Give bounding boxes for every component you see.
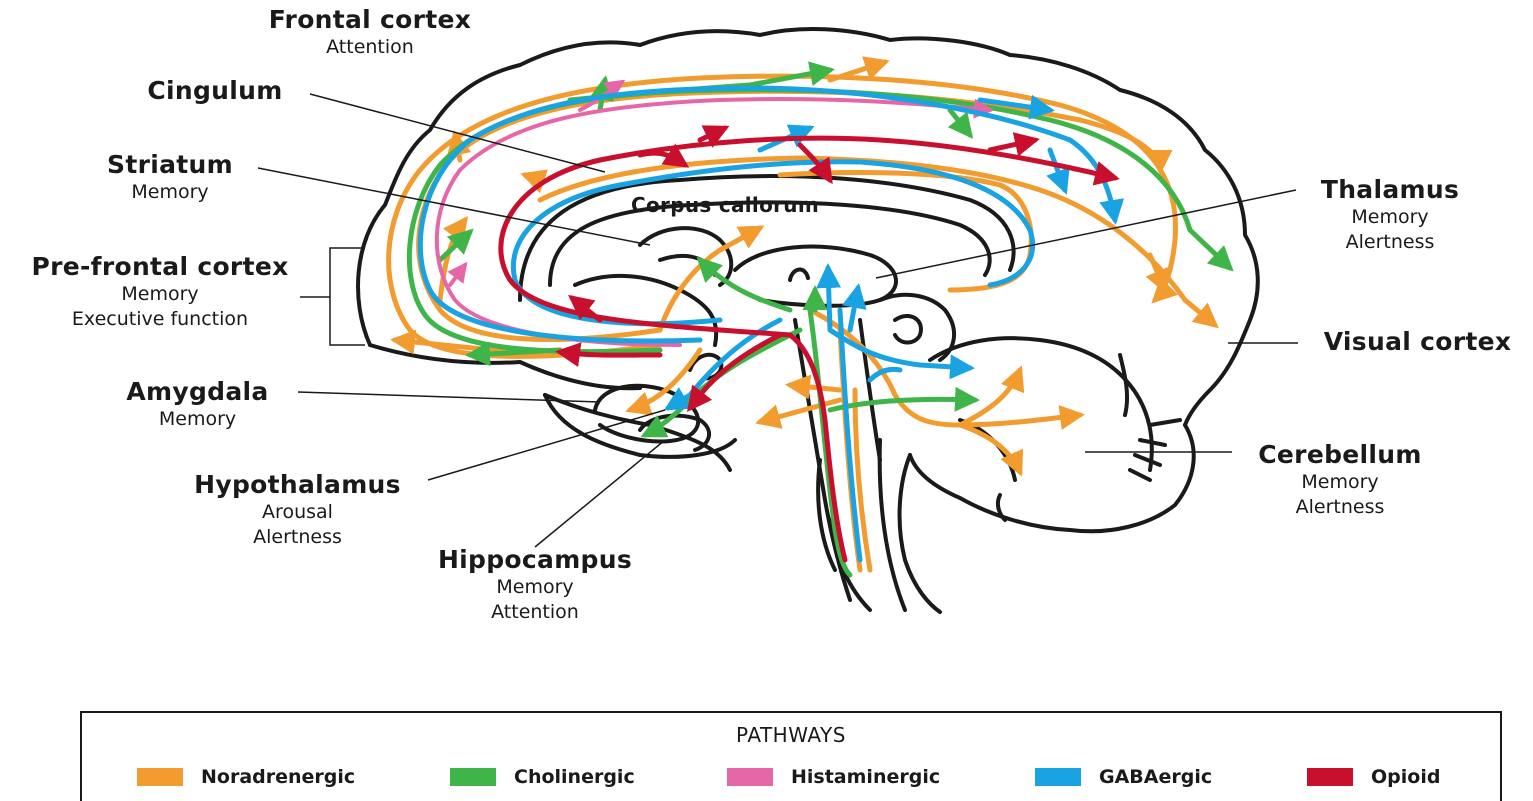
- label-hippocampus: Hippocampus Memory Attention: [405, 545, 665, 625]
- legend-label: Cholinergic: [514, 766, 635, 788]
- label-sub: Memory: [405, 575, 665, 600]
- label-sub: Attention: [405, 600, 665, 625]
- label-title: Cingulum: [120, 76, 310, 106]
- legend-item-histaminergic: Histaminergic: [727, 765, 940, 789]
- label-title: Frontal cortex: [240, 5, 500, 35]
- legend-item-cholinergic: Cholinergic: [450, 765, 635, 789]
- legend-item-noradrenergic: Noradrenergic: [137, 765, 355, 789]
- label-sub: Memory: [1300, 205, 1480, 230]
- legend-swatch: [1307, 768, 1353, 786]
- legend-title: PATHWAYS: [82, 723, 1500, 747]
- label-sub: Executive function: [5, 307, 315, 332]
- label-title: Striatum: [85, 150, 255, 180]
- legend-swatch: [450, 768, 496, 786]
- label-prefrontal-cortex: Pre-frontal cortex Memory Executive func…: [5, 252, 315, 332]
- label-cerebellum: Cerebellum Memory Alertness: [1235, 440, 1445, 520]
- label-sub: Alertness: [1300, 230, 1480, 255]
- legend-label: Opioid: [1371, 766, 1440, 788]
- legend-label: GABAergic: [1099, 766, 1212, 788]
- label-hypothalamus: Hypothalamus Arousal Alertness: [165, 470, 430, 550]
- legend-label: Noradrenergic: [201, 766, 355, 788]
- label-title: Visual cortex: [1305, 327, 1530, 357]
- label-visual-cortex: Visual cortex: [1305, 327, 1530, 357]
- label-title: Hypothalamus: [165, 470, 430, 500]
- label-corpus-callorum: Corpus callorum: [605, 193, 845, 217]
- label-sub: Attention: [240, 35, 500, 60]
- label-title: Thalamus: [1300, 175, 1480, 205]
- label-title: Hippocampus: [405, 545, 665, 575]
- label-frontal-cortex: Frontal cortex Attention: [240, 5, 500, 60]
- label-sub: Memory: [85, 180, 255, 205]
- label-title: Corpus callorum: [605, 193, 845, 217]
- label-cingulum: Cingulum: [120, 76, 310, 106]
- label-sub: Memory: [1235, 470, 1445, 495]
- label-sub: Alertness: [1235, 495, 1445, 520]
- legend-item-opioid: Opioid: [1307, 765, 1440, 789]
- label-thalamus: Thalamus Memory Alertness: [1300, 175, 1480, 255]
- legend-label: Histaminergic: [791, 766, 940, 788]
- thalamus-leader: [876, 190, 1296, 278]
- label-title: Amygdala: [100, 377, 295, 407]
- label-sub: Arousal: [165, 500, 430, 525]
- label-striatum: Striatum Memory: [85, 150, 255, 205]
- legend-item-gabaergic: GABAergic: [1035, 765, 1212, 789]
- hippocampus-leader: [535, 440, 665, 547]
- legend-swatch: [727, 768, 773, 786]
- label-sub: Alertness: [165, 525, 430, 550]
- legend-swatch: [1035, 768, 1081, 786]
- label-title: Cerebellum: [1235, 440, 1445, 470]
- label-amygdala: Amygdala Memory: [100, 377, 295, 432]
- label-sub: Memory: [100, 407, 295, 432]
- pathways-legend: PATHWAYS Noradrenergic Cholinergic Hista…: [80, 711, 1502, 801]
- legend-swatch: [137, 768, 183, 786]
- label-title: Pre-frontal cortex: [5, 252, 315, 282]
- label-sub: Memory: [5, 282, 315, 307]
